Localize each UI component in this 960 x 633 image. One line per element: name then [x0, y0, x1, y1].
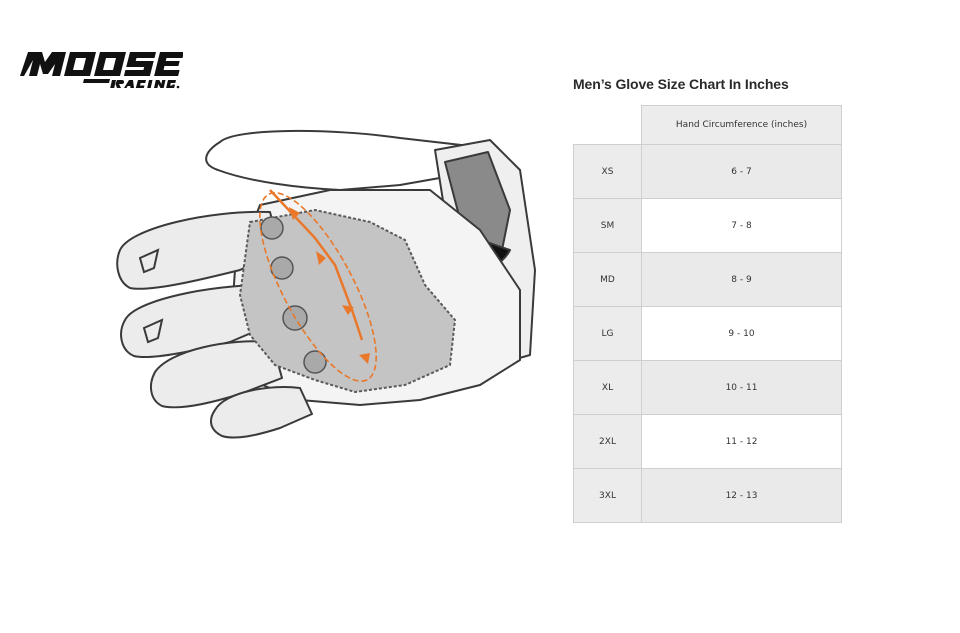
- table-row: LG 9 - 10: [573, 306, 842, 361]
- circumference-cell: 12 - 13: [641, 468, 842, 523]
- circumference-cell: 10 - 11: [641, 360, 842, 415]
- glove-palm-illustration: [116, 129, 536, 439]
- finger-ring: [149, 340, 283, 409]
- circumference-cell: 9 - 10: [641, 306, 842, 361]
- size-cell: SM: [573, 198, 642, 253]
- table-row: XL 10 - 11: [573, 360, 842, 415]
- table-corner-cell: [573, 105, 642, 145]
- moose-racing-logo: [20, 52, 183, 89]
- chart-title: Men’s Glove Size Chart In Inches: [573, 76, 789, 92]
- circumference-cell: 6 - 7: [641, 144, 842, 199]
- table-row: 3XL 12 - 13: [573, 468, 842, 523]
- table-row: MD 8 - 9: [573, 252, 842, 307]
- finger-index: [116, 210, 281, 290]
- size-cell: XL: [573, 360, 642, 415]
- size-chart-table: Hand Circumference (inches) XS 6 - 7 SM …: [573, 105, 842, 523]
- size-cell: XS: [573, 144, 642, 199]
- table-row: 2XL 11 - 12: [573, 414, 842, 469]
- column-header-hand-circumference: Hand Circumference (inches): [641, 105, 842, 145]
- circumference-cell: 8 - 9: [641, 252, 842, 307]
- table-row: XS 6 - 7: [573, 144, 842, 199]
- size-cell: 2XL: [573, 414, 642, 469]
- circumference-cell: 7 - 8: [641, 198, 842, 253]
- table-row: SM 7 - 8: [573, 198, 842, 253]
- circumference-cell: 11 - 12: [641, 414, 842, 469]
- size-cell: 3XL: [573, 468, 642, 523]
- table-header-row: Hand Circumference (inches): [573, 105, 842, 145]
- measurement-arrow: [269, 189, 364, 341]
- size-cell: LG: [573, 306, 642, 361]
- size-cell: MD: [573, 252, 642, 307]
- finger-pinky: [209, 386, 313, 439]
